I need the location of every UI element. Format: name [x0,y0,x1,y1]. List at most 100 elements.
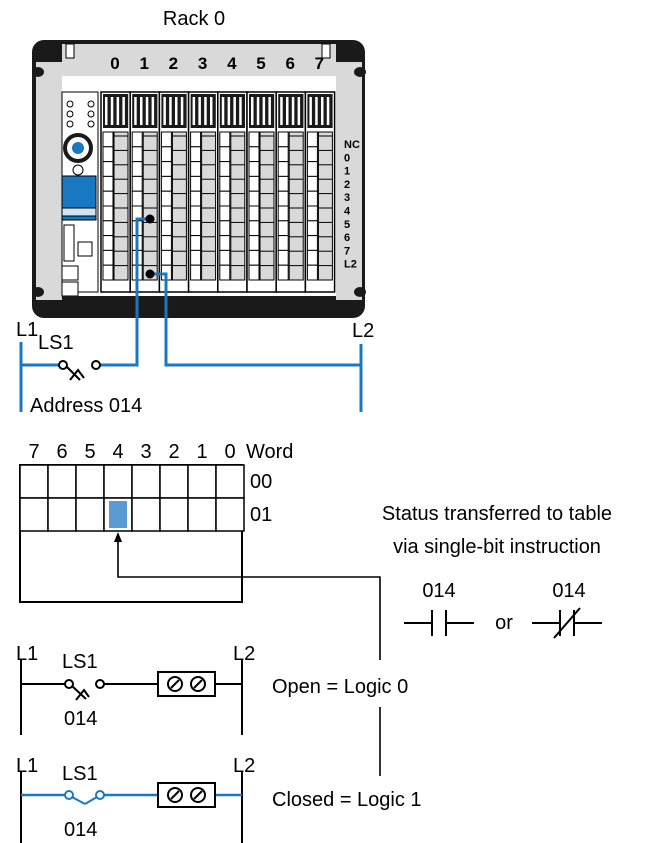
word-00-bit-5 [75,464,105,499]
bit-number-7: 7 [28,441,39,463]
load-device-icon [157,671,216,697]
rung2-state-text: Closed = Logic 1 [272,789,422,811]
limit-switch-open-icon [64,679,105,701]
bit-number-4: 4 [112,441,123,463]
io-slot-2 [158,91,190,293]
slot-number-3: 3 [198,54,207,73]
rack-header-strip [62,44,336,76]
word-01-bit-7 [19,497,49,532]
io-slot-5 [246,91,277,293]
io-slot-7 [304,91,336,293]
processor-module [61,91,99,297]
wiring-l1-label: L1 [16,319,38,341]
word-00-bit-1 [187,464,217,499]
bit-number-5: 5 [84,441,95,463]
rung1-l1-label: L1 [16,643,38,665]
terminal-label-l2: L2 [344,259,357,271]
limit-switch-closed-icon [64,790,105,805]
word-01-bit-5 [75,497,105,532]
bit-number-0: 0 [224,441,235,463]
io-slot-1 [129,91,161,293]
rung1-state-text: Open = Logic 0 [272,676,408,698]
arrow-head-icon [114,532,122,542]
rung1-l2-label: L2 [233,643,255,665]
transfer-arrow [117,540,381,776]
rung2-l1-label: L1 [16,755,38,777]
rung-open: L1 L2 LS1 014 Open = Logic 0 [16,643,408,735]
or-text: or [495,612,513,634]
terminal-label-4: 4 [344,206,351,218]
word-00-label: 00 [250,471,272,493]
terminal-label-7: 7 [344,245,350,257]
word-01-bit-6 [47,497,77,532]
slot-number-4: 4 [227,54,237,73]
rung2-l2-label: L2 [233,755,255,777]
examine-if-closed-icon [404,610,474,636]
word-00-bit-6 [47,464,77,499]
word-01-label: 01 [250,504,272,526]
terminal-label-0: 0 [344,152,350,164]
wiring-switch-label: LS1 [38,332,74,354]
slot-number-6: 6 [285,54,294,73]
data-table [19,464,245,603]
terminal-l2-dot [145,269,155,279]
terminal-label-3: 3 [344,192,350,204]
terminal-label-nc: NC [344,139,360,151]
bit-number-2: 2 [168,441,179,463]
status-text-line1: Status transferred to table [382,503,612,525]
io-slot-3 [187,91,219,293]
rung-closed: L1 L2 LS1 014 Closed = Logic 1 [16,755,422,843]
terminal-label-5: 5 [344,219,350,231]
highlighted-bit [109,501,127,528]
bit-number-6: 6 [56,441,67,463]
word-00-bit-3 [131,464,161,499]
address-label: Address 014 [30,395,142,417]
io-slot-0 [100,91,131,293]
terminal-label-2: 2 [344,179,350,191]
slot-number-0: 0 [110,54,119,73]
slot-number-5: 5 [256,54,265,73]
status-text-line2: via single-bit instruction [393,536,601,558]
rack-right-flange [336,62,362,300]
word-header: Word [246,441,293,463]
slot-number-2: 2 [169,54,178,73]
xic-address-label: 014 [422,580,455,602]
word-00-bit-0 [215,464,245,499]
rack-left-flange [36,62,62,300]
input-wire [100,217,150,367]
rack-title: Rack 0 [163,8,225,30]
terminal-4-dot [145,214,155,224]
word-01-bit-1 [187,497,217,532]
rung2-address: 014 [64,819,97,841]
rung1-address: 014 [64,708,97,730]
limit-switch-icon [58,360,101,381]
examine-if-open-icon [532,607,602,639]
rung1-switch-label: LS1 [62,651,98,673]
word-01-bit-3 [131,497,161,532]
slot-number-7: 7 [315,54,324,73]
xio-address-label: 014 [552,580,585,602]
load-device-energized-icon [157,782,216,808]
word-01-bit-2 [159,497,189,532]
field-wiring [19,217,363,412]
rung2-switch-label: LS1 [62,763,98,785]
word-00-bit-7 [19,464,49,499]
word-00-bit-4 [103,464,133,499]
bit-number-3: 3 [140,441,151,463]
io-slot-6 [275,91,307,293]
slot-number-1: 1 [139,54,148,73]
terminal-label-1: 1 [344,166,350,178]
wiring-l2-label: L2 [352,320,374,342]
common-wire [150,272,361,367]
terminal-label-6: 6 [344,232,350,244]
data-table-cells [19,464,245,532]
bit-number-1: 1 [196,441,207,463]
word-01-bit-0 [215,497,245,532]
word-00-bit-2 [159,464,189,499]
io-slot-4 [217,91,248,293]
